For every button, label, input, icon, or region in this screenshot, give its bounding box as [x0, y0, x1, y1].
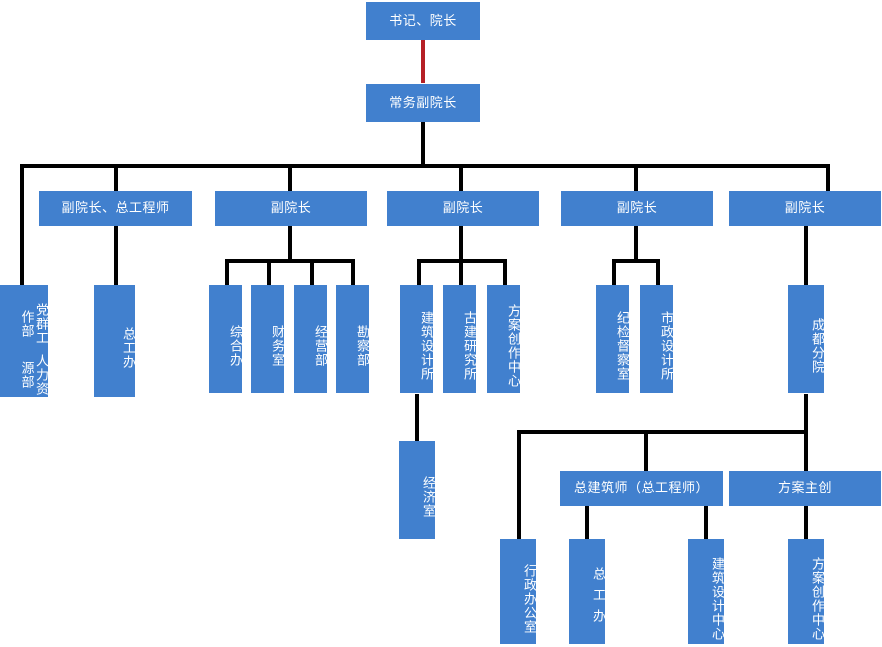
connector-vp4-to-municipal-institute	[656, 259, 660, 286]
node-discipline-inspection-office[interactable]: 纪检督察室	[596, 285, 630, 393]
node-party-work-dept-label: 党群工作部	[19, 302, 49, 345]
connector-vp2-stem	[288, 225, 292, 261]
connector-level2-bus	[20, 164, 830, 168]
node-hr-and-party-dept[interactable]: 人力资源部 党群工作部	[0, 285, 49, 397]
connector-vp-chief-engineer-to-office	[114, 225, 118, 286]
node-ancient-arch-institute[interactable]: 古建研究所	[443, 285, 477, 393]
node-survey-dept-label: 勘察部	[355, 325, 370, 367]
node-vp3-label: 副院长	[442, 200, 484, 216]
connector-branch-to-scheme-lead	[804, 430, 808, 472]
connector-vp2-to-operations-dept	[310, 259, 314, 286]
node-chief-engineer-office-label: 总工办	[121, 327, 136, 369]
node-vp5-label: 副院长	[784, 200, 826, 216]
node-branch-scheme-center[interactable]: 方案创作中心	[788, 539, 825, 644]
node-ancient-arch-institute-label: 古建研究所	[462, 311, 477, 381]
node-vp4[interactable]: 副院长	[561, 191, 713, 226]
connector-vp4-stem	[634, 225, 638, 261]
node-finance-office[interactable]: 财务室	[251, 285, 285, 393]
node-finance-office-label: 财务室	[270, 325, 285, 367]
node-chengdu-branch[interactable]: 成都分院	[788, 285, 825, 393]
connector-chief-architect-to-arch-design-center	[704, 505, 708, 540]
node-municipal-design-institute-label: 市政设计所	[659, 311, 674, 381]
connector-vp4-bus	[612, 259, 660, 263]
node-admin-office[interactable]: 行政办公室	[500, 539, 537, 644]
node-branch-arch-design-center-label: 建筑设计中心	[710, 556, 725, 641]
connector-vp3-to-arch-design-institute	[417, 259, 421, 286]
node-hr-dept-label: 人力资源部	[19, 353, 49, 396]
connector-scheme-lead-to-scheme-center	[804, 505, 808, 540]
node-scheme-creation-center-label: 方案创作中心	[506, 304, 521, 388]
connector-chief-architect-to-chief-engineer-office	[585, 505, 589, 540]
connector-vp3-to-ancient-arch-institute	[459, 259, 463, 286]
connector-bus-to-vp3	[459, 164, 463, 192]
node-chengdu-branch-label: 成都分院	[810, 318, 825, 374]
node-operations-dept-label: 经营部	[313, 325, 328, 367]
node-vp2[interactable]: 副院长	[215, 191, 367, 226]
node-arch-design-institute[interactable]: 建筑设计所	[400, 285, 434, 393]
connector-vp3-to-scheme-creation-center	[503, 259, 507, 286]
connector-bus-to-vp4	[634, 164, 638, 192]
node-scheme-lead[interactable]: 方案主创	[729, 471, 881, 506]
node-vp2-label: 副院长	[270, 200, 312, 216]
connector-bus-to-vp5	[826, 164, 830, 192]
node-vp3[interactable]: 副院长	[387, 191, 539, 226]
connector-bus-to-vp2	[288, 164, 292, 192]
node-arch-design-institute-label: 建筑设计所	[419, 311, 434, 381]
connector-president-to-executive-vp	[421, 38, 425, 83]
connector-vp4-to-discipline-office	[612, 259, 616, 286]
node-chief-architect[interactable]: 总建筑师（总工程师）	[560, 471, 723, 506]
connector-vp5-to-chengdu-branch	[804, 225, 808, 286]
connector-executive-vp-stem	[421, 122, 425, 167]
node-vp-chief-engineer[interactable]: 副院长、总工程师	[39, 191, 192, 226]
node-chief-architect-label: 总建筑师（总工程师）	[573, 480, 709, 496]
node-branch-scheme-center-label: 方案创作中心	[810, 556, 825, 641]
node-branch-chief-engineer-office-label: 总工办	[591, 567, 606, 630]
node-survey-dept[interactable]: 勘察部	[336, 285, 370, 393]
node-vp4-label: 副院长	[616, 200, 658, 216]
node-scheme-creation-center[interactable]: 方案创作中心	[487, 285, 521, 393]
node-general-office-label: 综合办	[228, 325, 243, 367]
connector-vp2-to-general-office	[225, 259, 229, 286]
connector-chengdu-branch-bus	[517, 430, 808, 434]
connector-branch-to-chief-architect	[644, 430, 648, 472]
connector-chengdu-branch-stem	[804, 394, 808, 434]
connector-vp2-to-finance-office	[267, 259, 271, 286]
node-general-office[interactable]: 综合办	[209, 285, 243, 393]
connector-bus-to-hr-party	[20, 164, 24, 286]
node-admin-office-label: 行政办公室	[522, 563, 537, 634]
connector-bus-to-vp-chief-engineer	[114, 164, 118, 192]
node-scheme-lead-label: 方案主创	[777, 480, 832, 496]
node-executive-vp[interactable]: 常务副院长	[366, 84, 480, 122]
node-economics-office-label: 经济室	[421, 476, 436, 518]
node-executive-vp-label: 常务副院长	[389, 94, 457, 110]
node-discipline-inspection-office-label: 纪检督察室	[615, 311, 630, 381]
node-branch-chief-engineer-office[interactable]: 总工办	[569, 539, 606, 644]
node-secretary-president[interactable]: 书记、院长	[366, 2, 480, 40]
node-secretary-president-label: 书记、院长	[389, 12, 457, 28]
node-branch-arch-design-center[interactable]: 建筑设计中心	[688, 539, 725, 644]
connector-vp3-stem	[459, 225, 463, 261]
node-municipal-design-institute[interactable]: 市政设计所	[640, 285, 674, 393]
node-vp-chief-engineer-label: 副院长、总工程师	[61, 200, 170, 216]
connector-branch-to-admin-office	[517, 430, 521, 540]
node-vp5[interactable]: 副院长	[729, 191, 881, 226]
node-operations-dept[interactable]: 经营部	[294, 285, 328, 393]
connector-vp2-to-survey-dept	[351, 259, 355, 286]
node-chief-engineer-office[interactable]: 总工办	[94, 285, 136, 397]
connector-arch-institute-to-economics-office	[415, 394, 419, 442]
node-economics-office[interactable]: 经济室	[399, 441, 436, 539]
connector-vp2-bus	[225, 259, 355, 263]
